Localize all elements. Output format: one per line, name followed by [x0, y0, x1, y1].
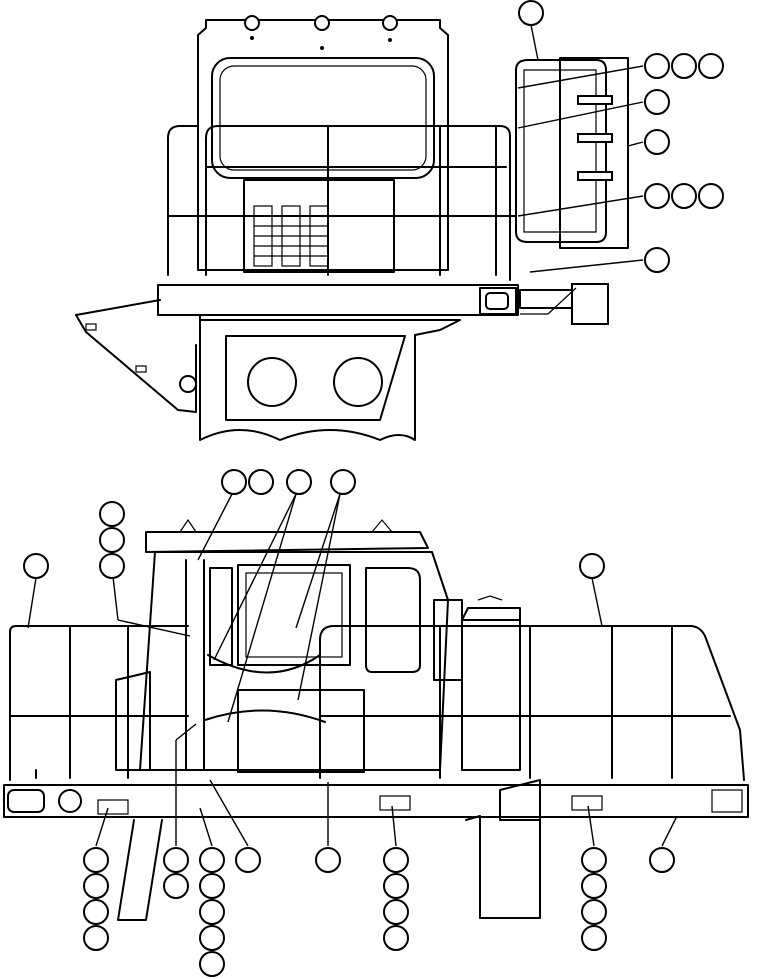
- side-leaders: [27, 493, 677, 847]
- lower-body: [199, 314, 461, 441]
- side-callouts: [23, 469, 675, 977]
- side-handrail-left: [9, 625, 189, 781]
- side-ladder: [185, 559, 205, 771]
- pump-body: [465, 815, 541, 919]
- roof-lamps: [244, 15, 398, 50]
- access-hole-left: [247, 357, 297, 407]
- cab-body: [197, 19, 449, 271]
- cab-window: [211, 57, 435, 179]
- top-leaders: [517, 24, 644, 273]
- engine-housing: [461, 619, 521, 771]
- rear-lamp-left: [7, 789, 45, 813]
- side-handrail-right: [319, 625, 745, 781]
- main-deck-beam: [3, 784, 749, 818]
- top-view: [75, 0, 724, 441]
- engine-hood: [243, 179, 395, 273]
- boom-arm: [75, 299, 197, 413]
- ladder-panel: [559, 57, 629, 249]
- ladder: [515, 57, 629, 249]
- side-view: [3, 469, 749, 977]
- deck-beam: [157, 284, 519, 316]
- cab-side: [139, 551, 449, 771]
- top-handrail: [167, 125, 517, 281]
- side-lamp: [519, 283, 609, 325]
- boom-stub: [115, 671, 151, 771]
- cab-lower-panel: [237, 689, 365, 773]
- top-callouts: [518, 0, 724, 273]
- boom-lower: [117, 819, 163, 921]
- access-hole-right: [333, 357, 383, 407]
- cab-roof: [145, 531, 429, 553]
- cab-door-window: [237, 564, 351, 666]
